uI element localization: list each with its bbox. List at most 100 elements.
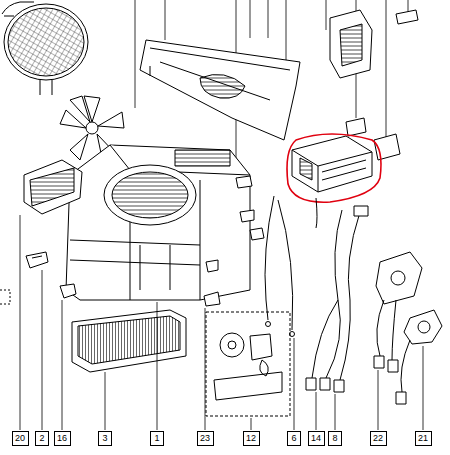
resistor-module [300,158,312,180]
callout-number: 12 [246,433,257,444]
fan-switch [376,252,422,304]
air-duct-panel [150,62,270,100]
clip-part [250,228,264,240]
callout-number: 20 [15,433,26,444]
callout-number: 22 [373,433,384,444]
wiring-harness [354,206,368,216]
clip-part [236,176,252,188]
leader-line [157,302,158,430]
leader-line [316,392,317,430]
resistor-module [292,136,372,192]
callout-number: 6 [290,433,298,444]
leader-line [62,300,63,430]
callout-number: 21 [418,433,429,444]
callout-box: 8 [328,431,342,446]
motor-kit [206,312,290,416]
fan-switch [374,252,422,372]
motor-kit [206,312,290,416]
blower-fan [98,112,124,128]
blower-fan [86,122,98,134]
fan-switch [374,356,384,368]
wiring-harness [320,378,330,390]
callout-number: 2 [38,433,46,444]
clip-part [204,176,264,306]
leader-line [386,0,387,140]
fan-switch [388,360,398,372]
leader-line [205,308,206,430]
actuator-part [396,10,418,24]
callout-number: 3 [101,433,109,444]
leader-line [378,370,379,430]
grille-cover [4,4,88,80]
heater-housing [66,145,250,300]
wiring-harness [334,380,344,392]
leader-line [423,346,424,430]
leader-line [251,418,252,430]
resistor-module [292,136,372,192]
wiring-harness [326,210,342,378]
car-icon [4,16,14,17]
heater-housing [140,245,170,290]
leader-line [20,215,423,430]
callout-number: 16 [57,433,68,444]
fan-switch [392,300,396,360]
wiring-harness [316,198,317,228]
blower-fan [70,96,90,122]
wiring-harness [312,300,338,378]
leader-line [165,0,166,40]
callout-box: 23 [197,431,214,446]
callout-number: 23 [200,433,211,444]
air-duct-panel [150,48,290,70]
resistor-module [322,160,366,180]
leader-line [335,394,336,430]
cut-bracket [0,290,10,304]
leader-line [20,215,21,430]
callout-box: 1 [150,431,164,446]
control-knob [401,340,410,392]
control-knob [396,310,442,404]
heater-housing [104,165,196,225]
callout-box: 6 [287,431,301,446]
callout-box: 22 [370,431,387,446]
callout-box: 21 [415,431,432,446]
actuator-part [330,10,418,78]
control-cable [265,196,274,320]
control-knob [404,310,442,344]
heater-core [78,316,180,364]
control-cable [278,200,293,330]
clip-part [204,292,220,306]
motor-kit [228,341,236,349]
air-duct-panel [140,40,300,140]
clip-part [26,252,48,268]
clip-part [206,260,218,272]
clip-part [32,256,42,258]
callout-number: 14 [311,433,322,444]
control-knob [396,392,406,404]
clip-part [26,252,48,268]
callout-box: 20 [12,431,29,446]
leader-line [294,338,295,430]
grille-cover [40,80,52,95]
leader-line [250,0,251,38]
callout-box: 2 [35,431,49,446]
heater-housing [112,172,188,218]
leader-line [135,0,136,108]
air-duct-panel [140,40,300,140]
motor-kit [250,334,272,360]
wiring-harness [306,378,316,390]
flap-part [24,160,82,214]
grille-cover [8,8,84,76]
grille-cover [4,4,88,95]
fan-switch [391,271,405,285]
leader-line [105,372,106,430]
actuator-part [340,24,362,66]
leader-line [326,0,327,30]
heater-core [72,310,186,372]
clip-part [346,118,366,136]
fan-switch [377,300,384,356]
heater-housing [70,180,200,300]
wiring-harness [306,198,368,392]
wiring-harness [340,212,360,380]
